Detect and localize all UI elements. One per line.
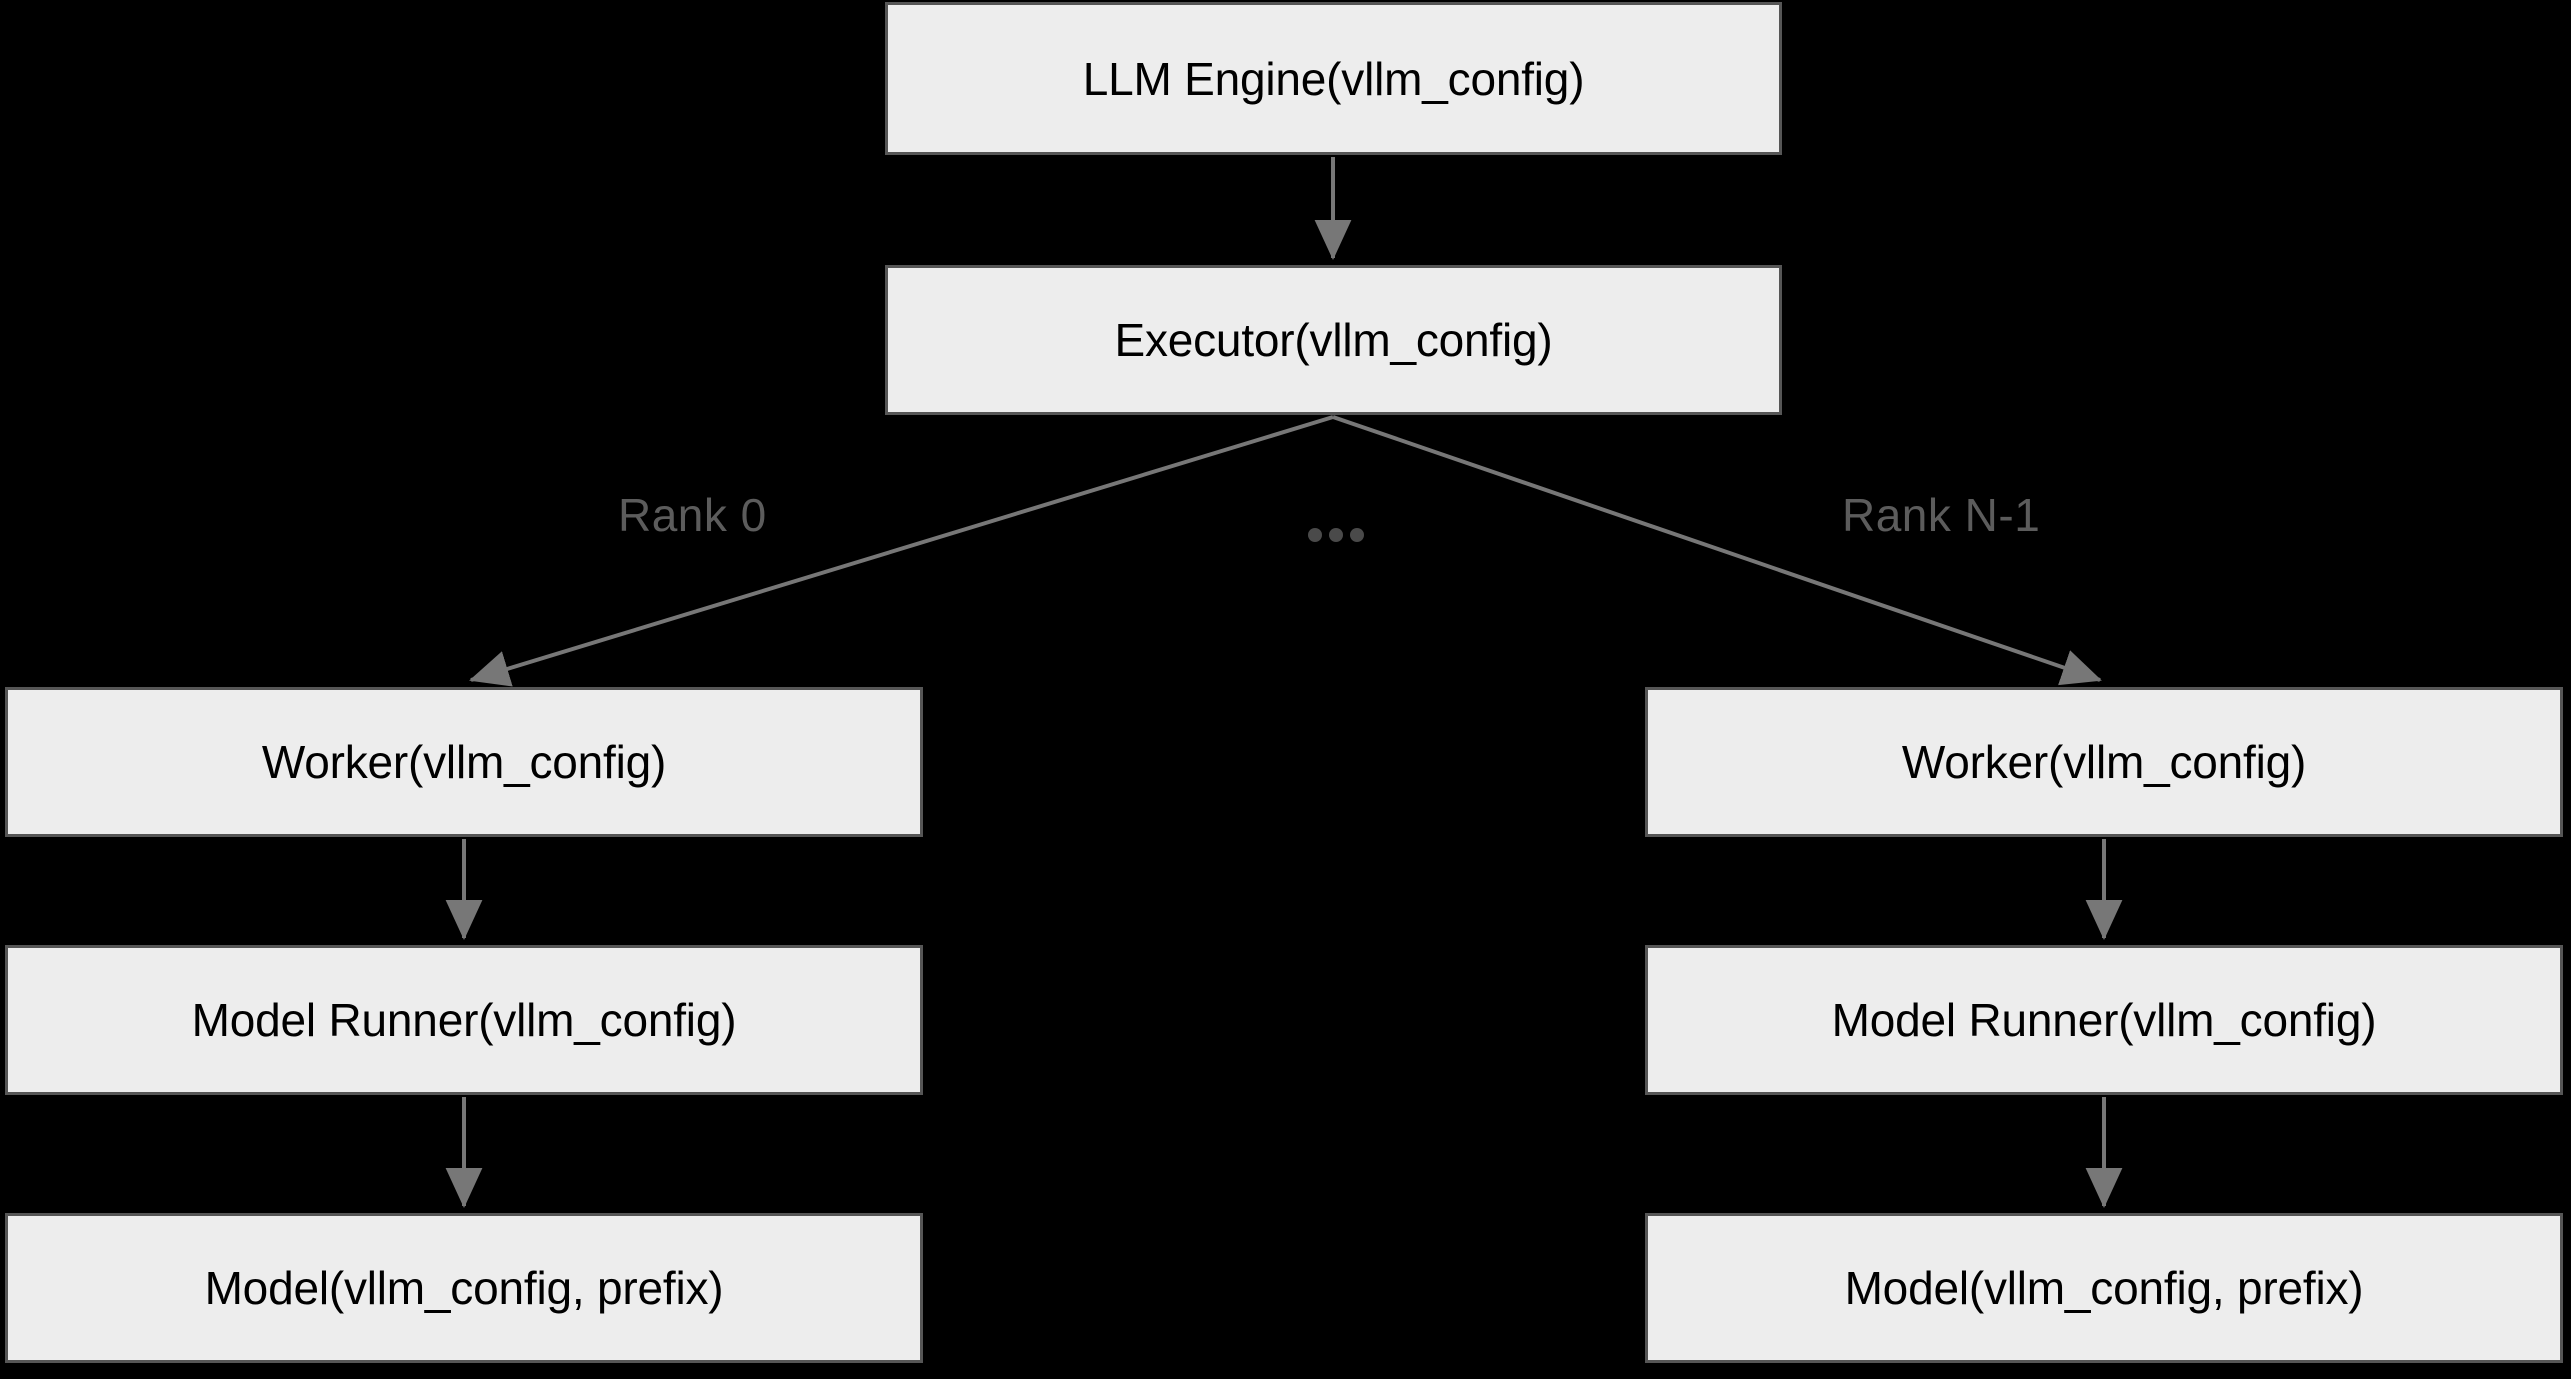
edge-executor-to-worker-right [1332, 415, 2102, 686]
edge-label-rank-first-text: Rank 0 [618, 489, 767, 541]
node-llm-engine[interactable]: LLM Engine(vllm_config) [885, 2, 1782, 155]
node-model-runner-left[interactable]: Model Runner(vllm_config) [5, 945, 923, 1095]
node-model-runner-right[interactable]: Model Runner(vllm_config) [1645, 945, 2563, 1095]
node-executor[interactable]: Executor(vllm_config) [885, 265, 1782, 415]
ellipsis-dot-3 [1350, 528, 1364, 542]
node-model-left[interactable]: Model(vllm_config, prefix) [5, 1213, 923, 1363]
node-model-right[interactable]: Model(vllm_config, prefix) [1645, 1213, 2563, 1363]
edge-label-rank-first: Rank 0 [618, 488, 767, 542]
node-worker-left-label: Worker(vllm_config) [261, 736, 667, 788]
node-model-right-label: Model(vllm_config, prefix) [1844, 1262, 2364, 1314]
node-llm-engine-label: LLM Engine(vllm_config) [1082, 52, 1585, 105]
edge-label-rank-ellipsis [1308, 528, 1364, 542]
edge-label-rank-last: Rank N-1 [1842, 488, 2040, 542]
node-worker-right[interactable]: Worker(vllm_config) [1645, 687, 2563, 837]
node-worker-right-label: Worker(vllm_config) [1901, 736, 2307, 788]
edge-executor-to-worker-left [469, 415, 1334, 687]
edge-label-rank-last-text: Rank N-1 [1842, 489, 2041, 541]
node-executor-label: Executor(vllm_config) [1114, 314, 1553, 366]
ellipsis-dot-1 [1308, 528, 1322, 542]
node-worker-left[interactable]: Worker(vllm_config) [5, 687, 923, 837]
node-model-runner-right-label: Model Runner(vllm_config) [1831, 994, 2377, 1046]
node-model-runner-left-label: Model Runner(vllm_config) [191, 994, 737, 1046]
node-model-left-label: Model(vllm_config, prefix) [204, 1262, 724, 1314]
ellipsis-dot-2 [1329, 528, 1343, 542]
